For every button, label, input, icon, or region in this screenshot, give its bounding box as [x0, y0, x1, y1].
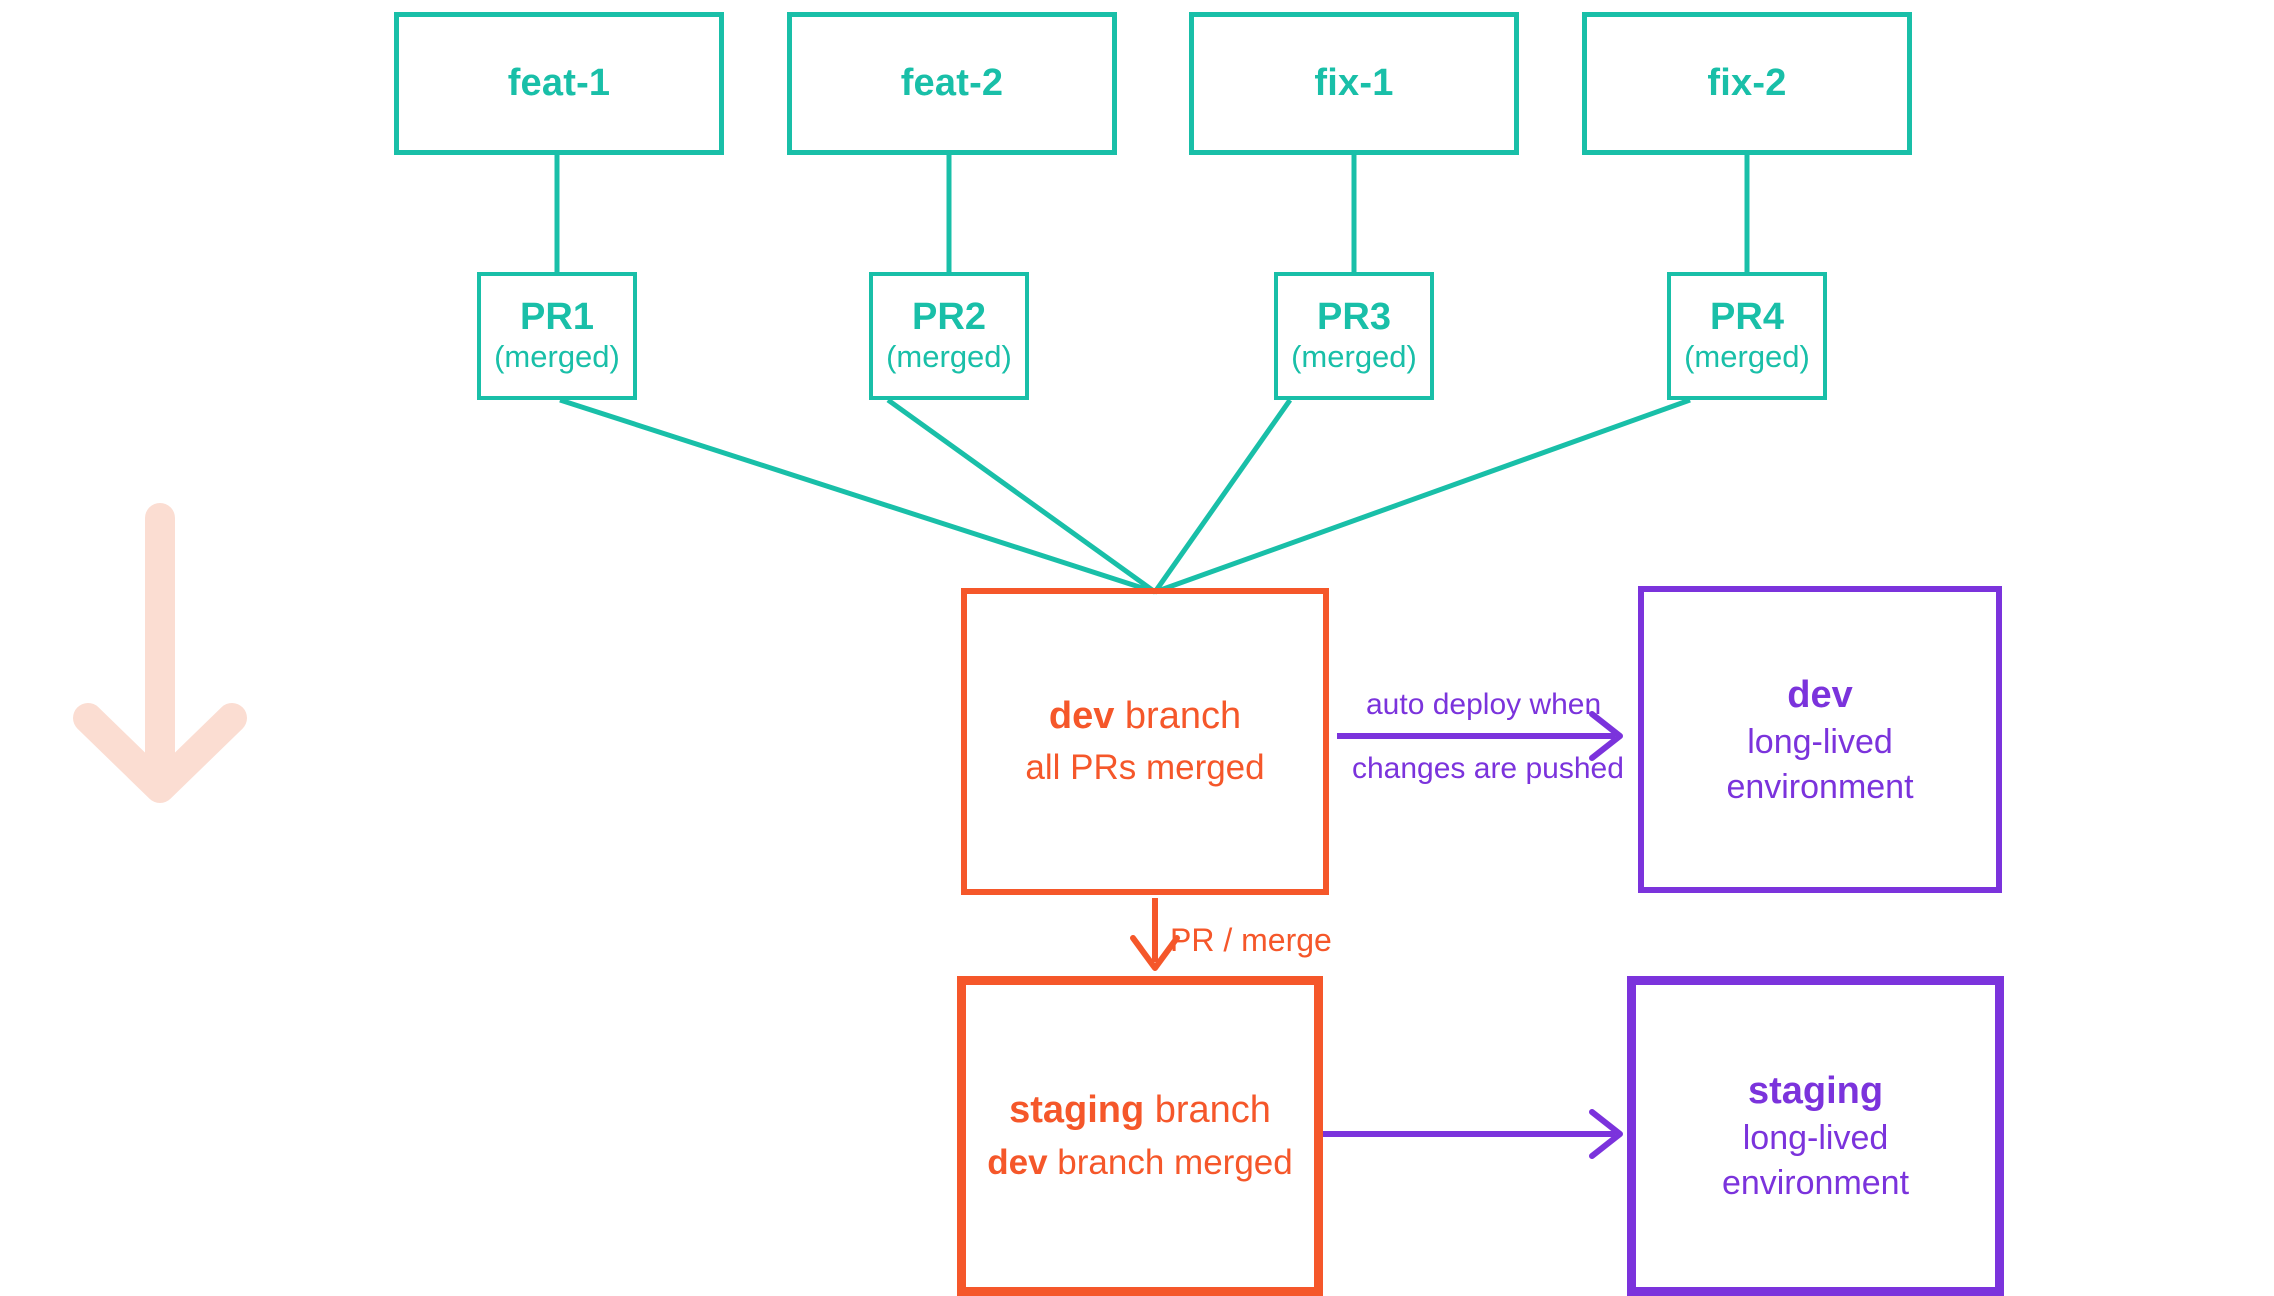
node-feature-branch-fix-1[interactable]: fix-1 [1189, 12, 1519, 155]
node-feature-branch-fix-2[interactable]: fix-2 [1582, 12, 1912, 155]
staging-environment-line3: environment [1721, 1164, 1910, 1203]
node-pull-request-pr3[interactable]: PR3 (merged) [1274, 272, 1434, 400]
connector-pr1-dev [559, 397, 1156, 595]
dev-branch-name-suffix: branch [1114, 694, 1242, 737]
staging-branch-name-suffix: branch [1144, 1089, 1271, 1132]
node-pull-request-pr4[interactable]: PR4 (merged) [1667, 272, 1827, 400]
staging-branch-detail-strong: dev [987, 1142, 1048, 1182]
dev-branch-detail: all PRs merged [1025, 748, 1265, 788]
staging-environment-line2: long-lived [1742, 1119, 1889, 1158]
pull-request-status: (merged) [1684, 338, 1810, 374]
node-dev-environment[interactable]: dev long-lived environment [1638, 586, 2002, 893]
pull-request-label: PR4 [1710, 295, 1784, 338]
feature-branch-label: fix-2 [1707, 61, 1787, 104]
connector-pr3-dev [1152, 398, 1293, 594]
pull-request-status: (merged) [494, 338, 620, 374]
node-pull-request-pr2[interactable]: PR2 (merged) [869, 272, 1029, 400]
staging-branch-title: staging branch [1009, 1087, 1271, 1135]
down-arrow-icon [73, 503, 247, 803]
dev-branch-name: dev [1048, 694, 1115, 737]
node-feature-branch-feat-1[interactable]: feat-1 [394, 12, 724, 155]
edge-label-pr-merge: PR / merge [1170, 922, 1332, 958]
staging-deploy-arrow [1320, 1109, 1623, 1159]
staging-branch-detail-rest: branch merged [1047, 1142, 1293, 1182]
staging-branch-detail: dev branch merged [987, 1141, 1292, 1185]
node-pull-request-pr1[interactable]: PR1 (merged) [477, 272, 637, 400]
pull-request-label: PR1 [520, 295, 594, 338]
pull-request-status: (merged) [1291, 338, 1417, 374]
pull-request-label: PR2 [912, 295, 986, 338]
pull-request-label: PR3 [1317, 295, 1391, 338]
edge-label-auto-deploy-bottom: changes are pushed [1352, 752, 1624, 785]
connector-pr4-dev [1154, 397, 1691, 595]
staging-branch-name: staging [1009, 1089, 1145, 1132]
staging-environment-name: staging [1747, 1070, 1884, 1113]
edge-label-auto-deploy-top: auto deploy when [1366, 688, 1602, 721]
feature-to-pr-connectors [554, 155, 1750, 272]
feature-branch-label: feat-1 [507, 61, 611, 104]
node-staging-environment[interactable]: staging long-lived environment [1627, 976, 2004, 1296]
node-feature-branch-feat-2[interactable]: feat-2 [787, 12, 1117, 155]
connector-pr2-dev [886, 397, 1157, 595]
dev-branch-title: dev branch [1049, 693, 1241, 741]
node-staging-branch[interactable]: staging branch dev branch merged [957, 976, 1323, 1296]
feature-branch-label: fix-1 [1314, 61, 1394, 104]
pr-to-dev-connectors [559, 397, 1691, 595]
dev-environment-line2: long-lived [1747, 722, 1893, 761]
node-dev-branch[interactable]: dev branch all PRs merged [961, 588, 1329, 895]
dev-environment-line3: environment [1726, 767, 1914, 806]
dev-environment-name: dev [1787, 673, 1853, 716]
feature-branch-label: feat-2 [900, 61, 1004, 104]
pull-request-status: (merged) [886, 338, 1012, 374]
